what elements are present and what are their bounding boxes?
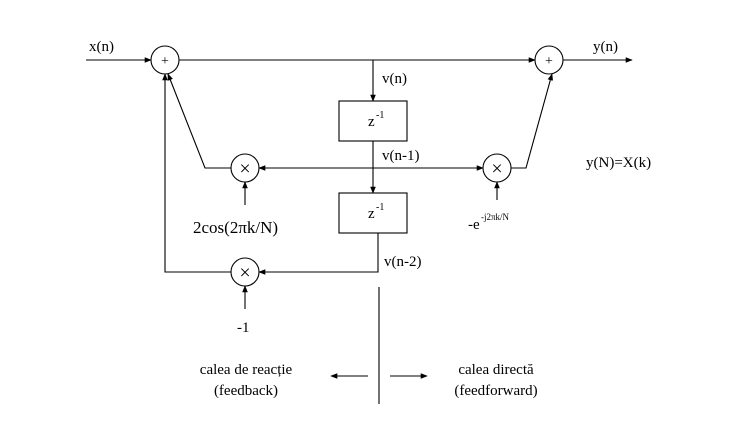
feedback-path-subtitle: (feedback) xyxy=(214,383,278,399)
vn1-label: v(n-1) xyxy=(382,148,420,164)
feedback-path-title: calea de reacție xyxy=(200,362,293,378)
output-adder: + xyxy=(534,45,564,75)
feedback-multiplier-symbol: × xyxy=(239,158,250,180)
output-label: y(n) xyxy=(593,39,618,55)
feedforward-coefficient-exponent: -j2πk/N xyxy=(481,212,510,222)
vn2-label: v(n-2) xyxy=(384,254,422,270)
feedforward-coefficient-base: -e xyxy=(468,217,480,233)
feedforward-coefficient: -e -j2πk/N xyxy=(468,212,510,233)
delay-block-2: z -1 xyxy=(338,192,408,234)
delay-2-base: z xyxy=(368,206,375,222)
feedback-coefficient: 2cos(2πk/N) xyxy=(193,218,278,237)
feedback-mult-to-adder xyxy=(167,73,231,169)
minus1-mult-to-adder xyxy=(162,73,231,273)
vn-label: v(n) xyxy=(382,71,407,87)
output-relation: y(N)=X(k) xyxy=(586,155,651,171)
feedforward-multiplier-symbol: × xyxy=(491,158,502,180)
output-adder-symbol: + xyxy=(545,54,553,69)
delay-1-exponent: -1 xyxy=(376,110,384,121)
signal-wires xyxy=(86,57,633,309)
input-adder-symbol: + xyxy=(161,54,169,69)
direct-path-title: calea directă xyxy=(458,362,534,378)
delay-block-1: z -1 xyxy=(338,100,408,142)
input-label: x(n) xyxy=(89,39,114,55)
minus-one-coefficient: -1 xyxy=(237,320,250,336)
input-adder: + xyxy=(150,45,180,75)
feedback-multiplier: × xyxy=(230,153,260,183)
delay-2-exponent: -1 xyxy=(376,202,384,213)
delay-1-base: z xyxy=(368,114,375,130)
minus-one-multiplier-symbol: × xyxy=(239,262,250,284)
vn2-wire xyxy=(258,233,379,275)
feedforward-mult-to-adder xyxy=(511,73,554,169)
minus-one-multiplier: × xyxy=(230,257,260,287)
direct-path-subtitle: (feedforward) xyxy=(454,383,537,399)
feedforward-multiplier: × xyxy=(482,153,512,183)
